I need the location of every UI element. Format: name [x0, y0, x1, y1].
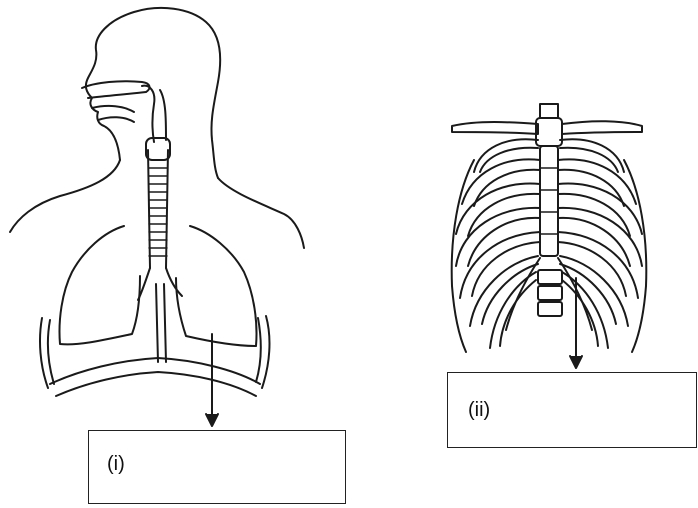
pharynx-back	[160, 90, 166, 140]
clavicle-left	[452, 122, 538, 134]
lower-vertebrae	[538, 270, 562, 316]
body-wall-right	[262, 316, 269, 388]
diaphragm	[50, 358, 260, 384]
body-wall-left	[40, 318, 48, 388]
rib-cage-figure	[452, 104, 647, 368]
neck-shoulder-right	[218, 178, 304, 248]
trachea-rings	[149, 168, 167, 256]
body-wall-left-inner	[48, 320, 54, 384]
diaphragm-lower	[56, 372, 256, 396]
label-box-i[interactable]: (i)	[88, 430, 346, 504]
manubrium	[536, 118, 562, 146]
neck-shoulder-left	[10, 160, 120, 232]
clavicle-right	[562, 121, 642, 134]
arrow-ii-head	[570, 356, 582, 368]
sternum-segments	[540, 168, 558, 234]
arrow-i-head	[206, 414, 218, 426]
left-lung	[60, 226, 141, 344]
spine-top	[540, 104, 558, 118]
label-ii-text: (ii)	[468, 399, 490, 422]
larynx	[146, 138, 170, 160]
right-lung	[176, 226, 257, 346]
label-box-ii[interactable]: (ii)	[447, 372, 697, 448]
tongue	[98, 117, 134, 122]
esophagus	[156, 284, 158, 362]
nasal-cavity	[82, 81, 149, 98]
label-i-text: (i)	[107, 453, 125, 476]
pharynx	[142, 86, 154, 142]
respiratory-system-figure	[10, 8, 304, 426]
sternum	[540, 146, 558, 256]
esophagus-2	[164, 284, 166, 362]
bronchus-right	[166, 268, 182, 296]
